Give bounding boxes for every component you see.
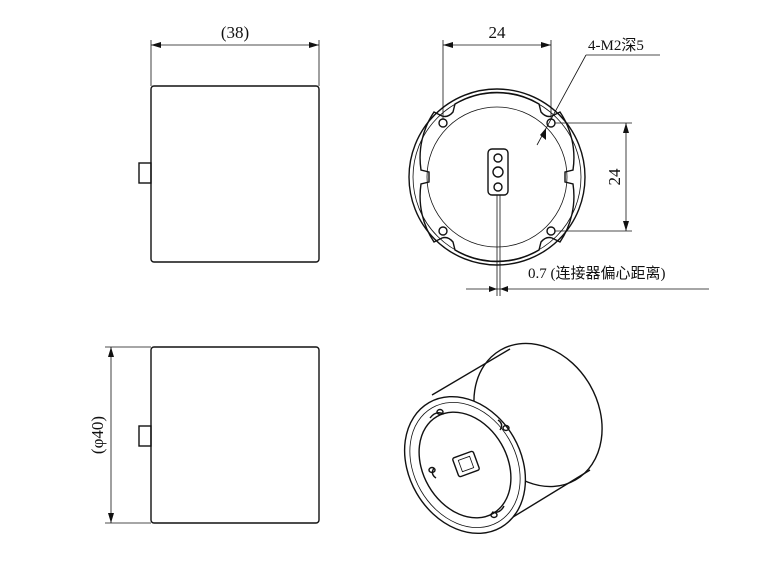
iso-view (403, 342, 603, 535)
side-body-outline (150, 85, 320, 263)
diameter-dimension-label: (φ40) (88, 416, 107, 454)
mount-hole-br (546, 226, 556, 236)
width-dimension-label: (38) (221, 23, 249, 42)
mount-hole-tl (438, 118, 448, 128)
mount-hole-bl (438, 226, 448, 236)
flange-profile (419, 91, 575, 263)
offset-label: 0.7 (连接器偏心距离) (528, 265, 666, 282)
side-connector-stub-2 (138, 425, 152, 447)
hole-spacing-h-label: 24 (489, 23, 507, 42)
side-connector-stub (138, 162, 152, 184)
thread-callout-label: 4-M2深5 (588, 37, 644, 54)
end-view: 0.7 (连接器偏心距离) 24 24 4-M2深5 (408, 23, 709, 296)
side-view-bottom: (φ40) (88, 346, 320, 524)
side-body-outline-2 (150, 346, 320, 524)
iso-flange (418, 411, 512, 519)
mount-hole-tr (546, 118, 556, 128)
iso-top-tangent (431, 348, 511, 396)
side-view-top: (38) (138, 23, 320, 263)
iso-connector (452, 450, 480, 478)
end-connector (487, 148, 509, 196)
hole-spacing-v-label: 24 (605, 168, 624, 186)
iso-front-ellipse (403, 395, 527, 535)
